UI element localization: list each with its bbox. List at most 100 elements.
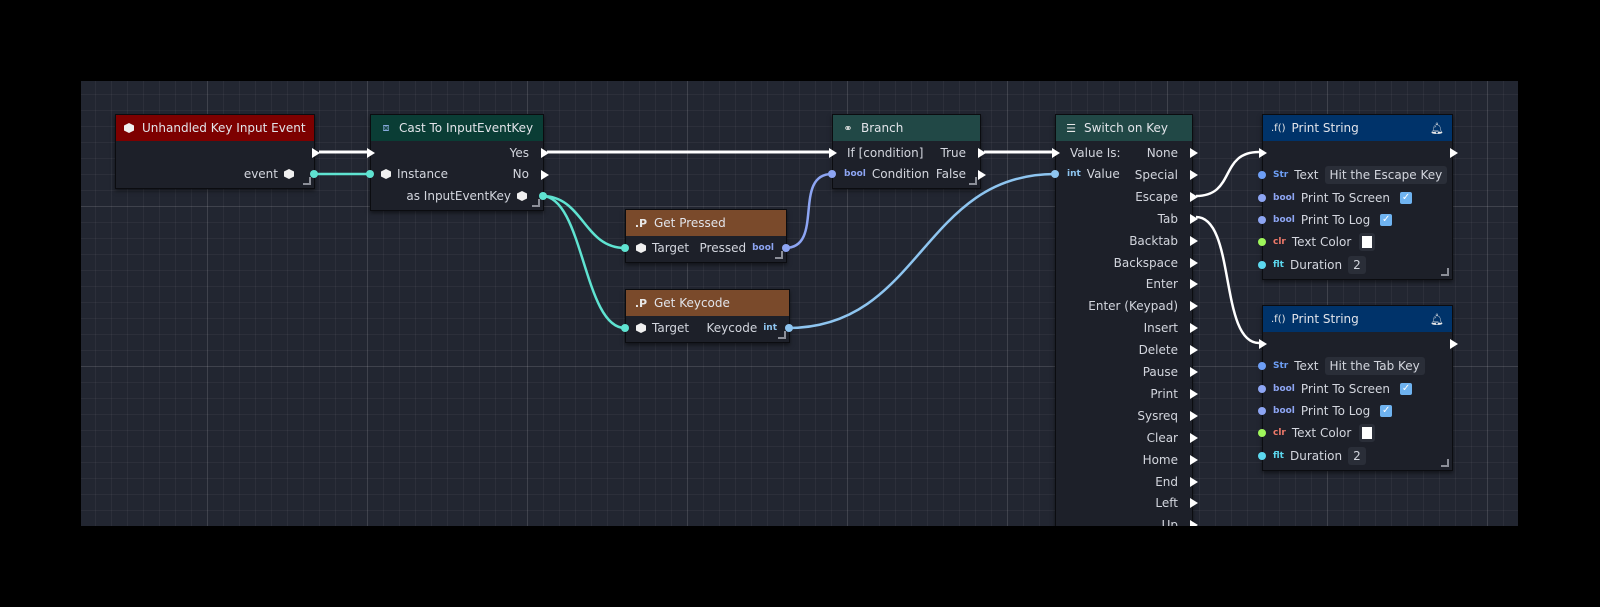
object-wire-cast-to-get-pressed[interactable] [541, 194, 626, 250]
node-print-string-tab[interactable]: .f() Print String 🔔︎ Str Text Hit the Ta… [1258, 305, 1458, 471]
exec-output-pin[interactable] [1450, 148, 1458, 158]
switch-output-row: Pause [1143, 362, 1178, 382]
node-header[interactable]: ☰ Switch on Key [1056, 115, 1192, 141]
exec-wire-escape-to-print1[interactable] [1195, 150, 1260, 198]
bool-wire-pressed-to-condition[interactable] [784, 172, 833, 250]
switch-exec-output-pin[interactable] [1190, 410, 1198, 421]
switch-exec-output-pin[interactable] [1190, 279, 1198, 290]
pin-label: Left [1155, 496, 1178, 511]
switch-exec-output-pin[interactable] [1190, 432, 1198, 443]
switch-exec-output-pin[interactable] [1190, 148, 1198, 158]
print-to-log-pin[interactable] [1258, 407, 1266, 415]
instance-input-pin[interactable] [366, 170, 374, 178]
text-color-pin[interactable] [1258, 238, 1266, 246]
text-input-pin[interactable] [1258, 362, 1266, 370]
switch-exec-output-pin[interactable] [1190, 388, 1198, 399]
switch-exec-output-pin[interactable] [1190, 213, 1198, 224]
node-cast-to-inputeventkey[interactable]: ⧈ Cast To InputEventKey Yes Instance No … [366, 114, 549, 211]
switch-exec-output-pin[interactable] [1190, 367, 1198, 377]
keycode-output-pin[interactable] [785, 324, 793, 332]
exec-input-pin[interactable] [1259, 339, 1267, 349]
resize-handle[interactable] [532, 199, 540, 207]
print-to-log-checkbox[interactable]: ✓ [1380, 214, 1393, 226]
pin-label: Print To Screen [1300, 191, 1391, 205]
switch-output-row: Home [1143, 450, 1178, 470]
resize-handle[interactable] [775, 251, 783, 259]
node-branch[interactable]: ⚭ Branch If [condition] True bool Condit… [828, 114, 986, 189]
text-color-swatch[interactable] [1359, 233, 1376, 251]
node-print-string-escape[interactable]: .f() Print String 🔔︎ Str Text Hit the Es… [1258, 114, 1458, 280]
resize-handle[interactable] [778, 331, 786, 339]
node-get-pressed[interactable]: .P Get Pressed Target Pressed bool [621, 209, 790, 263]
resize-handle[interactable] [1441, 459, 1449, 467]
exec-input-pin[interactable] [829, 148, 837, 158]
exec-input-pin[interactable] [1052, 148, 1060, 158]
exec-output-pin[interactable] [1450, 339, 1458, 349]
text-input-pin[interactable] [1258, 171, 1266, 179]
switch-exec-output-pin[interactable] [1190, 169, 1198, 180]
print-to-screen-checkbox[interactable]: ✓ [1400, 192, 1413, 204]
text-color-swatch[interactable] [1359, 424, 1376, 442]
event-output-pin[interactable] [310, 170, 318, 178]
pin-label: Backspace [1113, 255, 1178, 270]
pin-label: Text [1294, 359, 1319, 373]
duration-pin[interactable] [1258, 452, 1266, 460]
exec-input-pin[interactable] [1259, 148, 1267, 158]
resize-handle[interactable] [969, 177, 977, 185]
switch-exec-output-pin[interactable] [1190, 257, 1198, 268]
print-to-log-pin[interactable] [1258, 216, 1266, 224]
print-to-log-checkbox[interactable]: ✓ [1380, 405, 1393, 417]
node-header[interactable]: Unhandled Key Input Event [116, 115, 314, 141]
exec-input-pin[interactable] [367, 148, 375, 158]
cast-icon: ⧈ [382, 121, 390, 134]
resize-handle[interactable] [303, 177, 311, 185]
node-header[interactable]: .f() Print String 🔔︎ [1263, 306, 1452, 332]
no-exec-pin[interactable] [541, 170, 549, 180]
switch-exec-output-pin[interactable] [1190, 323, 1198, 334]
value-input-pin[interactable] [1051, 170, 1059, 178]
switch-exec-output-pin[interactable] [1190, 454, 1198, 465]
node-switch-on-key[interactable]: ☰ Switch on Key Value Is: int Value None… [1051, 114, 1198, 526]
exec-output-pin[interactable] [312, 148, 320, 158]
switch-exec-output-pin[interactable] [1190, 345, 1198, 356]
bool-type-icon: bool [752, 243, 774, 253]
duration-pin[interactable] [1258, 261, 1266, 269]
object-wire-cast-to-get-keycode[interactable] [541, 194, 626, 330]
switch-exec-output-pin[interactable] [1190, 498, 1198, 509]
switch-exec-output-pin[interactable] [1190, 235, 1198, 246]
print-to-screen-pin[interactable] [1258, 385, 1266, 393]
print-to-screen-pin[interactable] [1258, 194, 1266, 202]
graph-canvas[interactable]: Unhandled Key Input Event event ⧈ Cast T… [81, 81, 1518, 526]
false-exec-pin[interactable] [978, 170, 986, 180]
switch-exec-output-pin[interactable] [1190, 520, 1198, 526]
switch-output-row: Left [1155, 493, 1178, 513]
node-get-keycode[interactable]: .P Get Keycode Target Keycode int [621, 289, 793, 343]
print-to-screen-row: bool Print To Screen ✓ [1273, 188, 1413, 208]
int-wire-keycode-to-switch-value[interactable] [787, 172, 1056, 330]
duration-field[interactable]: 2 [1348, 447, 1366, 465]
node-unhandled-key-input-event[interactable]: Unhandled Key Input Event event [115, 114, 320, 189]
text-color-pin[interactable] [1258, 429, 1266, 437]
node-header[interactable]: .P Get Pressed [626, 210, 786, 236]
true-exec-pin[interactable] [978, 148, 986, 158]
node-header[interactable]: .P Get Keycode [626, 290, 789, 316]
exec-wire-tab-to-print2[interactable] [1195, 215, 1260, 345]
pressed-output-pin[interactable] [782, 244, 790, 252]
target-input-pin[interactable] [621, 324, 629, 332]
branch-icon: ⚭ [843, 121, 853, 135]
switch-exec-output-pin[interactable] [1190, 191, 1198, 202]
print-to-screen-checkbox[interactable]: ✓ [1400, 383, 1413, 395]
switch-exec-output-pin[interactable] [1190, 301, 1198, 312]
node-header[interactable]: ⧈ Cast To InputEventKey [371, 115, 543, 141]
condition-input-pin[interactable] [828, 170, 836, 178]
switch-exec-output-pin[interactable] [1190, 476, 1198, 487]
node-header[interactable]: .f() Print String 🔔︎ [1263, 115, 1452, 141]
duration-field[interactable]: 2 [1348, 256, 1366, 274]
resize-handle[interactable] [1441, 268, 1449, 276]
text-field[interactable]: Hit the Escape Key [1324, 166, 1448, 184]
as-output-pin[interactable] [539, 192, 547, 200]
text-field[interactable]: Hit the Tab Key [1324, 357, 1425, 375]
yes-exec-pin[interactable] [541, 148, 549, 158]
node-header[interactable]: ⚭ Branch [833, 115, 980, 141]
target-input-pin[interactable] [621, 244, 629, 252]
